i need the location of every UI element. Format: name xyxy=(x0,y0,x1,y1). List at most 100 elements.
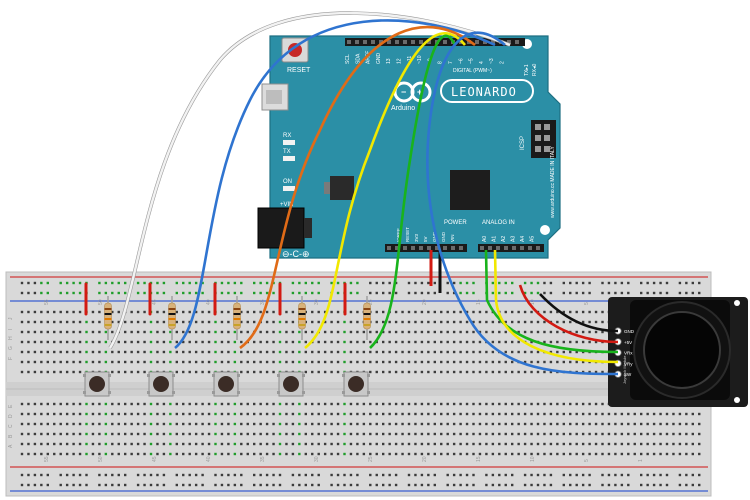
on-led xyxy=(283,186,295,191)
analog-pin-label: A1 xyxy=(492,236,498,242)
digital-pin-label: SDA xyxy=(355,53,361,64)
digital-label: DIGITAL (PWM~) xyxy=(453,68,492,74)
power-pin-label: 3V3 xyxy=(414,233,419,242)
push-button[interactable] xyxy=(147,371,175,397)
column-number: 40 xyxy=(206,456,212,462)
row-letter: H xyxy=(8,336,14,340)
power-pin-label: RESET xyxy=(405,227,410,242)
digital-pin-label: ~11 xyxy=(407,56,413,64)
column-number: 15 xyxy=(476,456,482,462)
column-number: 35 xyxy=(260,299,266,305)
rx-tx-pin-label: RX◂0 xyxy=(532,64,538,76)
row-letter: B xyxy=(8,434,14,438)
reset-label: RESET xyxy=(287,67,311,74)
digital-pin-label: ~6 xyxy=(458,58,464,64)
column-number: 45 xyxy=(152,299,158,305)
push-button[interactable] xyxy=(342,371,370,397)
arduino-pcb xyxy=(269,35,561,259)
brand-text: Arduino xyxy=(391,105,415,112)
power-header xyxy=(385,244,467,252)
power-pin-label: IOREF xyxy=(396,228,401,242)
breadboard-components xyxy=(83,250,442,397)
column-number: 1 xyxy=(638,459,644,462)
wire-orange xyxy=(239,25,476,350)
wire-black-gnd xyxy=(539,293,619,333)
digital-pin-label: ~3 xyxy=(489,58,495,64)
digital-pin-label: SCL xyxy=(345,54,351,64)
column-number: 25 xyxy=(368,456,374,462)
column-number: 5 xyxy=(584,459,590,462)
rx-label: RX xyxy=(283,133,291,139)
model-badge xyxy=(440,79,534,103)
wire-yellow xyxy=(304,32,466,350)
row-letter: J xyxy=(8,317,14,320)
push-button[interactable] xyxy=(212,371,240,397)
column-number: 50 xyxy=(98,456,104,462)
resistor xyxy=(168,296,176,340)
vin-label: +VIN xyxy=(280,202,294,208)
power-label: POWER xyxy=(444,220,467,226)
digital-pin-label: 12 xyxy=(397,58,403,64)
analog-pin-label: A3 xyxy=(511,236,517,242)
digital-pin-label: ~5 xyxy=(469,58,475,64)
joystick-knob[interactable] xyxy=(643,311,721,389)
power-pin-label: GND xyxy=(441,231,446,242)
row-letter: F xyxy=(8,357,14,360)
column-number: 20 xyxy=(422,456,428,462)
row-letter: A xyxy=(8,444,14,448)
push-button[interactable] xyxy=(83,371,111,397)
resistor xyxy=(233,296,241,340)
wire-blue-joystick-sw xyxy=(426,31,619,376)
tx-label: TX xyxy=(283,149,291,155)
joystick-pin-label: GND xyxy=(624,329,635,334)
svg-text:−: − xyxy=(401,87,406,97)
column-number: 20 xyxy=(422,299,428,305)
analog-pin-label: A4 xyxy=(520,236,526,242)
column-number: 50 xyxy=(98,299,104,305)
column-number: 30 xyxy=(314,299,320,305)
wire-green-vrx xyxy=(484,249,619,354)
digital-pin-label: 7 xyxy=(448,61,454,64)
wire-blue-button xyxy=(174,19,496,350)
column-number: 35 xyxy=(260,456,266,462)
joystick-pin-label: VRy xyxy=(624,361,633,366)
digital-pin-label: 4 xyxy=(479,61,485,64)
digital-pin-label: ~10 xyxy=(417,55,423,64)
model-label: LEONARDO xyxy=(451,85,517,99)
row-letter: E xyxy=(8,404,14,408)
column-number: 30 xyxy=(314,456,320,462)
wire-red-5v xyxy=(518,284,619,344)
analog-label: ANALOG IN xyxy=(482,220,515,226)
row-letter: C xyxy=(8,424,14,428)
digital-pin-label: 13 xyxy=(386,58,392,64)
resistors xyxy=(104,296,371,340)
polarity-icon: ⊖-C-⊕ xyxy=(282,249,310,259)
power-pin-label: VIN xyxy=(450,234,455,242)
tx-led xyxy=(283,156,295,161)
made-in-italy-label: www.arduino.cc MADE IN ITALY xyxy=(550,146,556,218)
reset-button-cap[interactable] xyxy=(288,43,302,57)
wires xyxy=(108,11,619,376)
microcontroller-chip xyxy=(450,170,490,210)
analog-pin-label: A2 xyxy=(501,236,507,242)
analog-header xyxy=(478,244,544,252)
digital-pin-label: 2 xyxy=(500,61,506,64)
analog-pin-label: A5 xyxy=(530,236,536,242)
digital-pin-label: AREF xyxy=(366,51,372,64)
rx-tx-pin-label: TX▸1 xyxy=(524,64,530,76)
push-button[interactable] xyxy=(277,371,305,397)
row-letter: I xyxy=(8,329,14,330)
arduino-leonardo-board: RESET +VIN ⊖-C-⊕ RX TX ON ICSP www.ardui… xyxy=(257,35,561,259)
voltage-regulator xyxy=(330,176,354,200)
joystick-pin-label: +5V xyxy=(624,340,632,345)
row-letter: G xyxy=(8,346,14,350)
column-number: 55 xyxy=(44,456,50,462)
